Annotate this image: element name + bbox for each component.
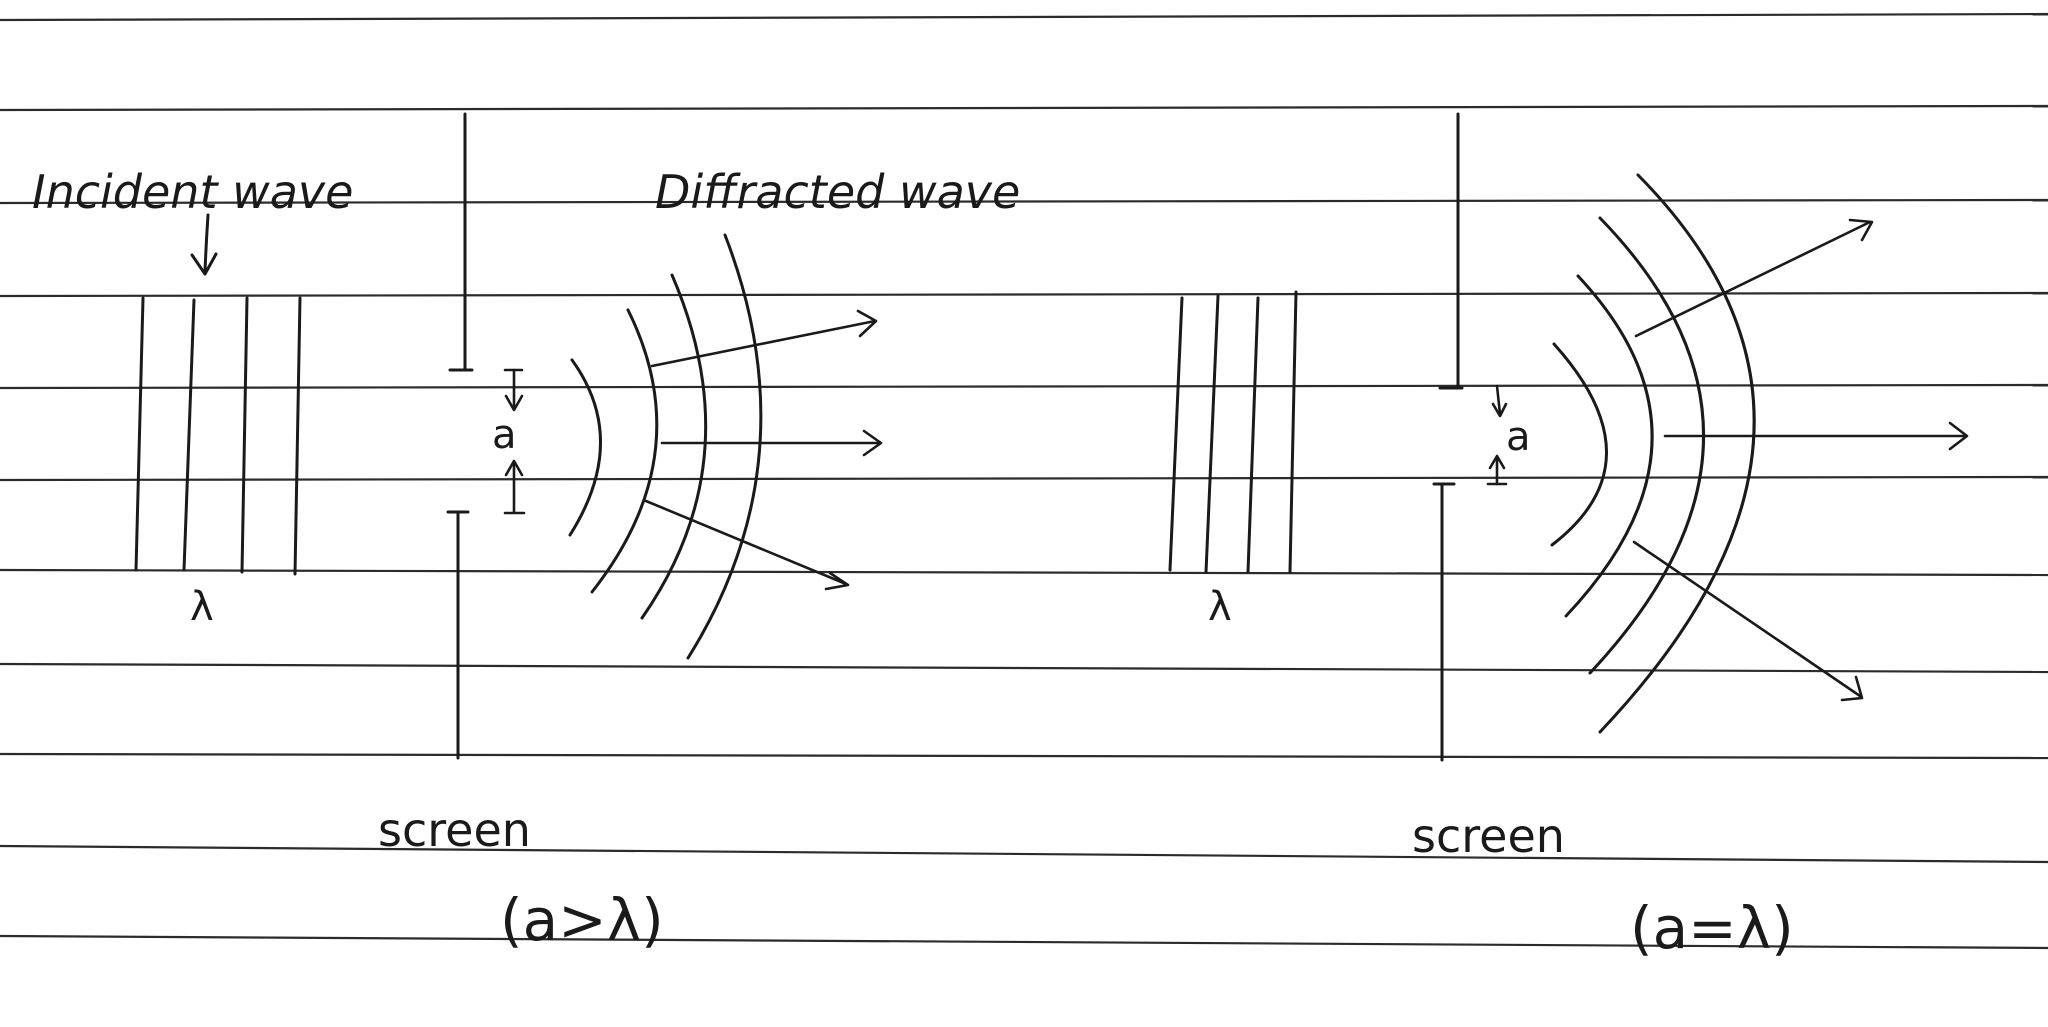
incident-wavefronts-left: [134, 296, 302, 576]
arrow-up: [650, 319, 877, 368]
ruled-line: [0, 844, 2048, 864]
screen-label-left: screen: [378, 803, 531, 857]
ruled-line: [0, 12, 2048, 22]
ruled-lines: [0, 12, 2048, 950]
wavefront-line: [182, 298, 196, 572]
wavefront-arc: [1588, 216, 1705, 675]
wavefront-arc: [1564, 274, 1654, 618]
ruled-line: [0, 934, 2048, 950]
wavefront-arc: [1550, 342, 1608, 547]
wavefront-line: [1168, 296, 1184, 572]
incident-wave-label: Incident wave: [32, 165, 353, 219]
wavefront-line: [134, 296, 145, 572]
diffracted-arrows-right: [1632, 218, 1969, 702]
wavefront-arc: [686, 233, 763, 660]
incident-pointer-arrow: [190, 213, 218, 276]
wavefront-line: [240, 296, 249, 574]
diffracted-wavefronts-left: [568, 233, 763, 660]
ruled-line: [0, 752, 2048, 760]
screen-label-right: screen: [1412, 809, 1565, 863]
slit-width-marker-left: [503, 368, 526, 515]
diffracted-wavefronts-right: [1550, 173, 1756, 734]
arrow-down: [644, 499, 848, 586]
wavefront-arc: [1598, 173, 1756, 734]
slit-width-label-left: a: [492, 412, 517, 458]
ruled-line: [0, 383, 2048, 390]
right-diagram: a λ screen (a=λ): [1168, 112, 1969, 962]
incident-wavefronts-right: [1168, 290, 1298, 574]
wavefront-line: [1288, 290, 1298, 574]
ruled-line: [0, 475, 2048, 482]
ruled-line: [0, 662, 2048, 674]
screen-right: [1432, 112, 1464, 762]
ruled-line: [0, 568, 2048, 577]
wavefront-line: [1246, 296, 1260, 574]
diffracted-wave-label: Diffracted wave: [655, 165, 1020, 219]
diffracted-arrows-left: [644, 309, 883, 591]
wavelength-label-right: λ: [1208, 584, 1232, 630]
ruled-line: [0, 198, 2048, 205]
wavefront-line: [1204, 294, 1220, 574]
wavelength-label-left: λ: [190, 584, 214, 630]
slit-width-label-right: a: [1506, 414, 1531, 460]
ruled-line: [0, 104, 2048, 112]
arrow-up: [1634, 220, 1872, 338]
screen-left: [446, 112, 474, 760]
condition-label-left: (a>λ): [500, 886, 664, 954]
wavefront-arc: [590, 308, 659, 594]
condition-label-right: (a=λ): [1630, 894, 1794, 962]
slit-width-marker-right: [1486, 384, 1508, 486]
wavefront-arc: [640, 273, 708, 620]
left-diagram: Incident wave a: [32, 112, 1020, 954]
arrow-down: [1632, 540, 1862, 698]
ruled-line: [0, 291, 2048, 298]
wavefront-arc: [568, 358, 602, 537]
wavefront-line: [293, 296, 302, 576]
